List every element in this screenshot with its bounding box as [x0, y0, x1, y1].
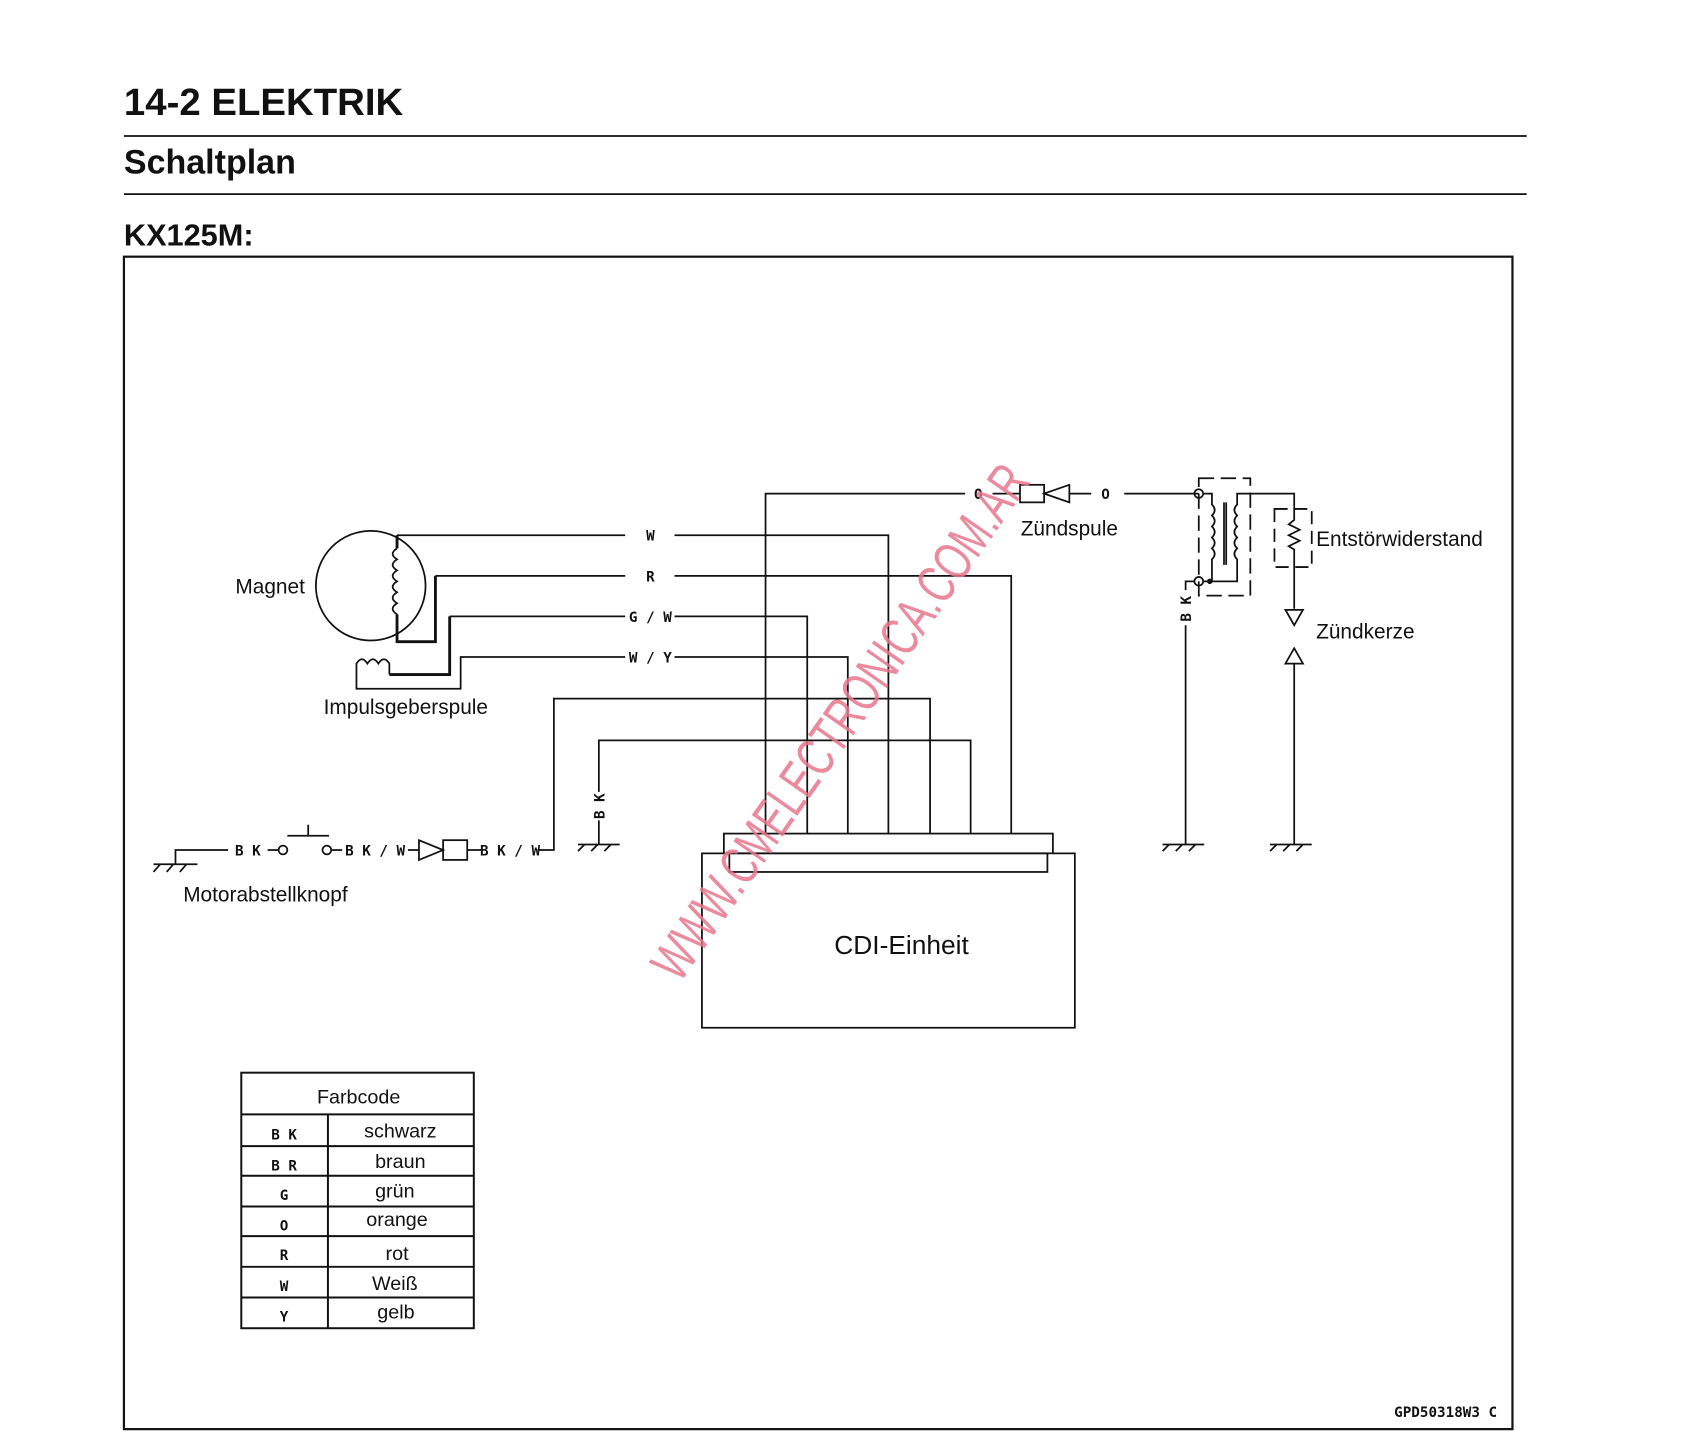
wire-gw: [449, 615, 809, 834]
legend-title: Farbcode: [317, 1086, 400, 1108]
connector-icon: [442, 839, 469, 861]
section-title: 14-2 ELEKTRIK: [124, 81, 404, 124]
cdi-unit-box: [701, 852, 1076, 1029]
ground-icon: [1269, 843, 1312, 852]
svg-text:gelb: gelb: [377, 1301, 414, 1323]
resistor-icon: [1286, 506, 1302, 609]
wire-label-gw: G / W: [629, 610, 672, 626]
wire-bk-cdi: [597, 739, 972, 845]
magnet-symbol: [314, 529, 427, 642]
svg-text:braun: braun: [375, 1151, 425, 1173]
suppressor-housing: [1273, 508, 1313, 568]
secondary-coil-icon: [1211, 492, 1296, 583]
spark-plug-top-icon: [1283, 608, 1305, 627]
wire-bkw: [537, 697, 931, 851]
spark-plug-bottom-icon: [1283, 646, 1305, 845]
wire-label-bk: B K: [1179, 595, 1195, 621]
cdi-label: CDI-Einheit: [834, 930, 969, 960]
legend-row: B R braun: [271, 1151, 425, 1174]
diagram-frame: [122, 255, 1514, 1431]
wire-label-bk: B K: [592, 793, 608, 819]
ground-icon: [152, 849, 229, 873]
wire-label-bkw: B K / W: [345, 844, 405, 860]
svg-text:G: G: [280, 1188, 289, 1204]
legend-row: B K schwarz: [271, 1120, 436, 1143]
wire-bk-coil: [1184, 580, 1195, 845]
svg-text:grün: grün: [375, 1181, 415, 1203]
stop-button-label: Motorabstellknopf: [183, 884, 348, 907]
pickup-wire-a: [389, 616, 452, 676]
ground-icon: [1161, 843, 1205, 852]
pickup-coil-label: Impulsgeberspule: [324, 696, 488, 719]
ground-icon: [577, 843, 620, 852]
connector-arrow-icon: [407, 838, 483, 862]
svg-text:Y: Y: [280, 1310, 289, 1326]
wire-r: [435, 574, 1013, 834]
connector-arrow-icon: [1041, 483, 1071, 504]
model-heading: KX125M:: [124, 218, 254, 253]
wire-wy: [355, 656, 849, 834]
primary-coil-icon: [1203, 492, 1216, 583]
coil-core: [1223, 502, 1228, 565]
ignition-coil-housing: [1197, 477, 1252, 597]
magnet-coil-icon: [391, 547, 399, 615]
spark-plug-label: Zündkerze: [1316, 620, 1414, 643]
svg-text:Weiß: Weiß: [372, 1273, 418, 1295]
wire-label-bkw: B K / W: [480, 844, 540, 860]
svg-text:schwarz: schwarz: [364, 1120, 436, 1142]
watermark: WWW.CMELECTRONICA.COM.AR: [638, 452, 1041, 991]
wire-label-w: W: [646, 529, 655, 545]
svg-text:orange: orange: [366, 1209, 427, 1231]
svg-text:R: R: [280, 1248, 289, 1264]
svg-text:B K: B K: [271, 1128, 297, 1144]
wire-label-o: O: [1101, 487, 1110, 503]
wire-label-o: O: [974, 487, 983, 503]
svg-text:B R: B R: [271, 1158, 297, 1174]
suppressor-label: Entstörwiderstand: [1316, 528, 1483, 551]
wiring-diagram: Magnet W R G / W W / Y Impulsgeberspule …: [152, 477, 1483, 1029]
figure-code: GPD50318W3 C: [1394, 1405, 1497, 1421]
wire-label-r: R: [646, 569, 655, 585]
magnet-wire: [395, 535, 437, 644]
cdi-connector-inner: [728, 852, 1049, 873]
ignition-coil-label: Zündspule: [1021, 517, 1118, 540]
legend-row: W Weiß: [280, 1273, 418, 1295]
wire-o: [764, 492, 1199, 834]
svg-text:O: O: [280, 1219, 289, 1235]
page-title: Schaltplan: [124, 143, 296, 181]
svg-text:W: W: [280, 1279, 289, 1295]
wire-label-bk: B K: [235, 844, 261, 860]
switch-button-icon: [287, 824, 330, 837]
svg-text:rot: rot: [386, 1243, 410, 1265]
wire-w: [397, 534, 890, 834]
wire-label-wy: W / Y: [629, 650, 672, 666]
magnet-label: Magnet: [235, 575, 305, 598]
